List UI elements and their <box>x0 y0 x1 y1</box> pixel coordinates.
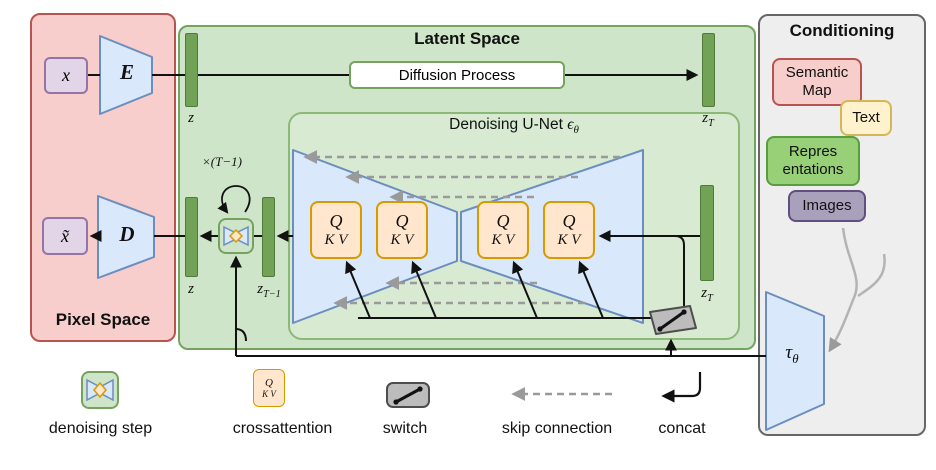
diffusion-process-box: Diffusion Process <box>349 61 565 89</box>
z-label-top: z <box>188 110 194 126</box>
attention-arrow <box>578 260 604 319</box>
x-tilde-label: x̃ <box>61 225 69 246</box>
representations-line2: entations <box>782 161 844 178</box>
q-label: Q <box>496 211 510 232</box>
zT-sub: T <box>707 293 713 304</box>
zT-base: z <box>702 110 709 126</box>
representations-box: Repres entations <box>766 136 860 186</box>
tau-base: τ <box>785 342 793 363</box>
unet-title: Denoising U-Net ϵθ <box>288 116 740 136</box>
zT-base: z <box>701 285 708 301</box>
loop-arrow <box>217 185 251 214</box>
kv-label: K V <box>491 231 515 248</box>
encoder-label: E <box>119 60 134 84</box>
kv-label: K V <box>390 231 414 248</box>
decoder-trapezoid <box>97 195 155 279</box>
legend-concat-icon <box>661 372 702 403</box>
switch-icon <box>649 305 697 335</box>
attention-arrow <box>411 260 437 319</box>
crossattention-box: Q K V <box>310 201 362 259</box>
legend-denoising-step-icon <box>81 371 119 409</box>
x-label: x <box>62 65 70 85</box>
q-label: Q <box>329 211 343 232</box>
kv-label: K V <box>557 231 581 248</box>
tau-label: τθ <box>764 342 820 367</box>
latent-bar-z-bottom <box>185 197 198 277</box>
semantic-map-line1: Semantic <box>785 64 849 81</box>
tau-encoder-trapezoid <box>765 291 825 431</box>
zTm1-sub: T−1 <box>263 289 281 300</box>
conditioning-tree-arrow <box>828 227 858 353</box>
z-label-bottom: z <box>188 281 194 297</box>
legend-skip-connection-label: skip connection <box>501 420 613 437</box>
kv-label: K V <box>262 389 276 400</box>
crossattention-box: Q K V <box>376 201 428 259</box>
crossattention-box: Q K V <box>477 201 529 259</box>
legend-crossattention-label: crossattention <box>232 420 333 437</box>
legend-crossattention-icon: Q K V <box>253 369 285 407</box>
images-line1: Images <box>802 197 852 214</box>
latent-space-title: Latent Space <box>414 29 520 48</box>
decoder-label: D <box>119 222 135 246</box>
attention-arrow <box>345 260 371 319</box>
q-label: Q <box>395 211 409 232</box>
tau-sub: θ <box>792 350 799 366</box>
kv-label: K V <box>324 231 348 248</box>
q-label: Q <box>265 376 273 389</box>
latent-bar-zTm1 <box>262 197 275 277</box>
conditioning-title: Conditioning <box>789 21 895 40</box>
text-line1: Text <box>852 109 880 126</box>
zT-label-top: zT <box>688 110 728 129</box>
zT-sub: T <box>708 118 714 129</box>
legend-denoising-step-label: denoising step <box>48 420 153 437</box>
legend-concat-label: concat <box>658 420 706 437</box>
epsilon-symbol: ϵ <box>567 116 574 133</box>
concat-hook <box>674 235 685 310</box>
images-box: Images <box>788 190 866 222</box>
latent-bar-zT-top <box>702 33 715 107</box>
latent-bar-z-top <box>185 33 198 107</box>
attention-arrow <box>512 260 538 319</box>
pixel-space-title: Pixel Space <box>55 310 151 329</box>
loop-count-label: ×(T−1) <box>202 154 242 169</box>
input-image-box: x <box>44 57 88 94</box>
representations-line1: Repres <box>788 143 838 160</box>
legend-switch-icon <box>386 382 430 408</box>
zTm1-label: zT−1 <box>240 281 298 300</box>
conditioning-tree-branch <box>857 253 886 298</box>
latent-bar-zT-bottom <box>700 185 714 281</box>
q-label: Q <box>562 211 576 232</box>
text-box: Text <box>840 100 892 136</box>
concat-hook <box>236 328 247 342</box>
output-image-box: x̃ <box>42 217 88 255</box>
semantic-map-line2: Map <box>802 82 832 99</box>
legend-switch-label: switch <box>382 420 428 437</box>
denoising-step-icon <box>218 218 254 254</box>
crossattention-box: Q K V <box>543 201 595 259</box>
zTm1-base: z <box>257 281 264 297</box>
epsilon-subscript: θ <box>573 124 579 137</box>
semantic-map-box: Semantic Map <box>772 58 862 106</box>
encoder-trapezoid <box>99 35 153 115</box>
unet-title-text: Denoising U-Net <box>449 116 568 133</box>
zT-label-bottom: zT <box>687 285 727 304</box>
